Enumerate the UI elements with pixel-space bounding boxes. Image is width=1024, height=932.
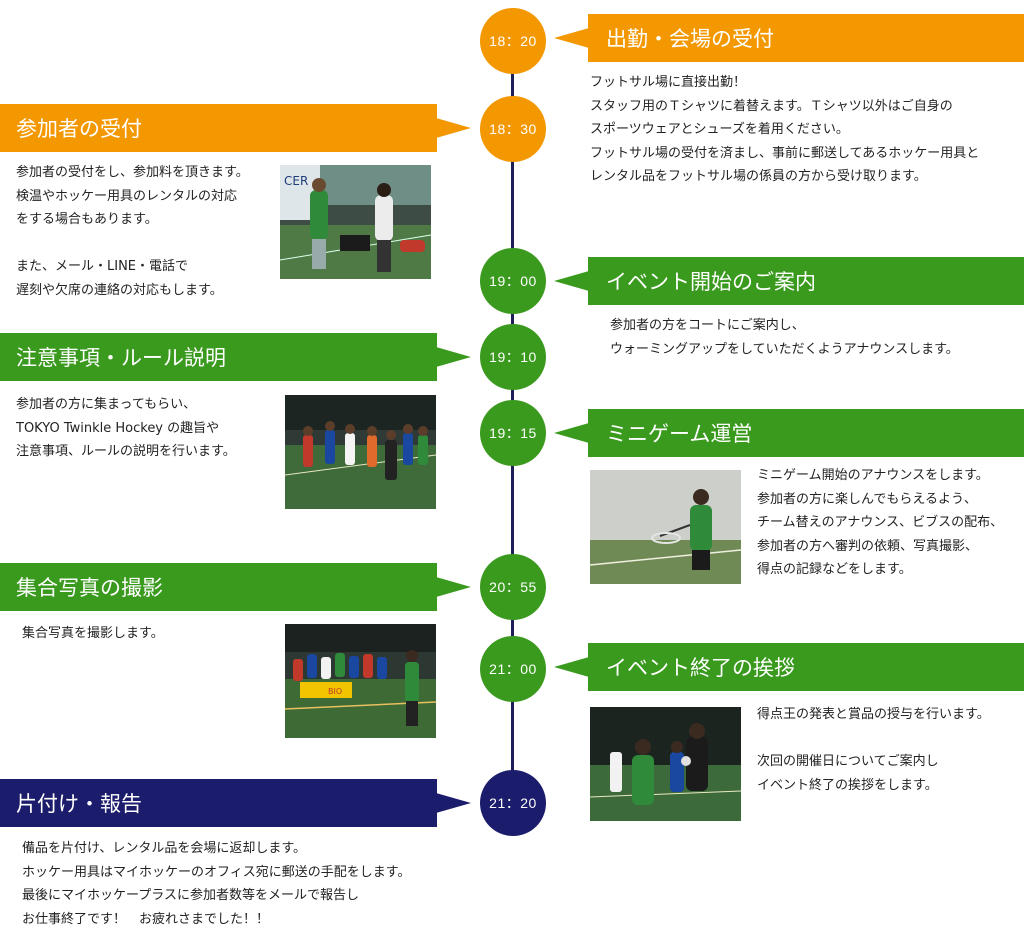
step-banner-minigame: ミニゲーム運営 — [554, 409, 1024, 457]
photo-minigame — [590, 470, 741, 584]
photo-group: BIO — [285, 624, 436, 738]
step-desc-minigame: ミニゲーム開始のアナウンスをします。参加者の方に楽しんでもらえるよう、チーム替え… — [757, 468, 1004, 577]
photo-closing — [590, 707, 741, 821]
step-desc-rules: 参加者の方に集まってもらい、TOKYO Twinkle Hockey の趣旨や注… — [16, 397, 236, 459]
time-dot-2120: 21：20 — [480, 770, 546, 836]
photo-sign-cerezo: CER — [284, 174, 308, 188]
step-desc-event-start: 参加者の方をコートにご案内し、ウォーミングアップをしていただくようアナウンスしま… — [610, 318, 959, 357]
time-dot-1910: 19：10 — [480, 324, 546, 390]
time-dot-1820: 18：20 — [480, 8, 546, 74]
time-dot-2100: 21：00 — [480, 636, 546, 702]
step-banner-event-start: イベント開始のご案内 — [554, 257, 1024, 305]
time-dot-1915: 19：15 — [480, 400, 546, 466]
step-banner-cleanup: 片付け・報告 — [0, 779, 471, 827]
step-desc-group-photo: 集合写真を撮影します。 — [22, 626, 164, 641]
step-desc-closing: 得点王の発表と賞品の授与を行います。 次回の開催日についてご案内しイベント終了の… — [757, 707, 990, 793]
photo-sign-banner: BIO — [328, 687, 342, 696]
step-banner-reception: 参加者の受付 — [0, 104, 471, 152]
photo-rules — [285, 395, 436, 509]
time-dot-1900: 19：00 — [480, 248, 546, 314]
step-desc-cleanup: 備品を片付け、レンタル品を会場に返却します。ホッケー用具はマイホッケーのオフィス… — [22, 841, 411, 927]
step-desc-reception: 参加者の受付をし、参加料を頂きます。検温やホッケー用具のレンタルの対応をする場合… — [16, 165, 249, 298]
photo-reception: CER — [280, 165, 431, 279]
step-banner-checkin: 出勤・会場の受付 — [554, 14, 1024, 62]
time-dot-1830: 18：30 — [480, 96, 546, 162]
step-banner-closing: イベント終了の挨拶 — [554, 643, 1024, 691]
step-desc-checkin: フットサル場に直接出勤！スタッフ用のＴシャツに着替えます。Ｔシャツ以外はご自身の… — [590, 75, 980, 184]
time-dot-2055: 20：55 — [480, 554, 546, 620]
step-banner-group-photo: 集合写真の撮影 — [0, 563, 471, 611]
step-banner-rules: 注意事項・ルール説明 — [0, 333, 471, 381]
